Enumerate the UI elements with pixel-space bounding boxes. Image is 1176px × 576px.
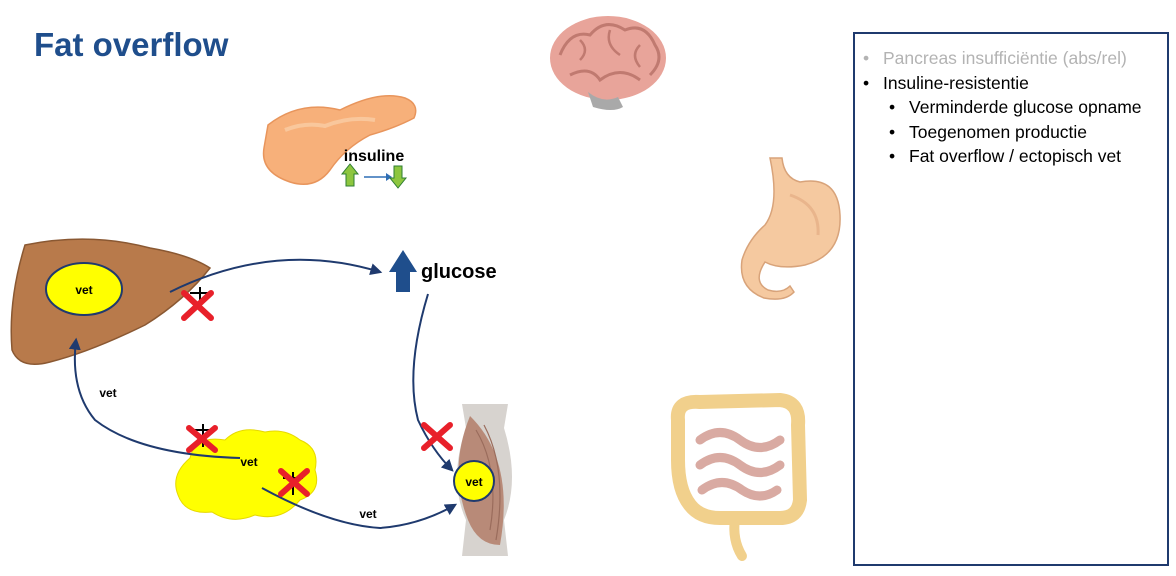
page-title: Fat overflow [34, 26, 229, 63]
info-panel: •Pancreas insufficiëntie (abs/rel) •Insu… [853, 32, 1169, 566]
blocked-cross-icon [421, 422, 453, 451]
muscle-fat-circle [453, 460, 495, 502]
blocked-cross-icon [181, 287, 214, 321]
insuline-change-indicator [340, 163, 408, 189]
blocked-cross-icon [278, 468, 310, 497]
bullet-reduced-glucose-uptake: •Verminderde glucose opname [889, 97, 1142, 117]
glucose-label: glucose [421, 261, 497, 283]
glucose-up-arrow-icon [389, 250, 417, 292]
adipose-fat-label: vet [240, 455, 257, 469]
liver-fat-ellipse [45, 262, 123, 316]
bullet-insulin-resistance: •Insuline-resistentie [863, 72, 1029, 93]
adipose-to-muscle-arrow [261, 487, 458, 530]
bullet-fat-overflow: •Fat overflow / ectopisch vet [889, 146, 1122, 166]
muscle-fat-label: vet [465, 475, 482, 489]
intestines-icon [670, 392, 808, 561]
pancreas-icon [262, 95, 417, 185]
liver-fat-label: vet [75, 283, 92, 297]
arrow-up-icon [340, 163, 360, 187]
bullet-increased-production: •Toegenomen productie [889, 121, 1088, 142]
arrow-down-icon [388, 165, 408, 189]
adipose-to-liver-label: vet [99, 386, 116, 400]
blocked-cross-icon [186, 424, 218, 453]
glucose-to-muscle-arrow [412, 293, 454, 472]
liver-to-glucose-arrow [169, 258, 383, 293]
adipose-to-liver-arrow [68, 337, 241, 459]
insuline-label: insuline [344, 148, 405, 165]
fat-overflow-diagram: insuline vet glucose vet vet vet vet [10, 16, 841, 561]
brain-icon [550, 16, 666, 110]
bullet-pancreas-insufficiency: •Pancreas insufficiëntie (abs/rel) [863, 48, 1127, 68]
adipose-to-muscle-label: vet [359, 507, 376, 521]
stomach-icon [740, 157, 841, 300]
